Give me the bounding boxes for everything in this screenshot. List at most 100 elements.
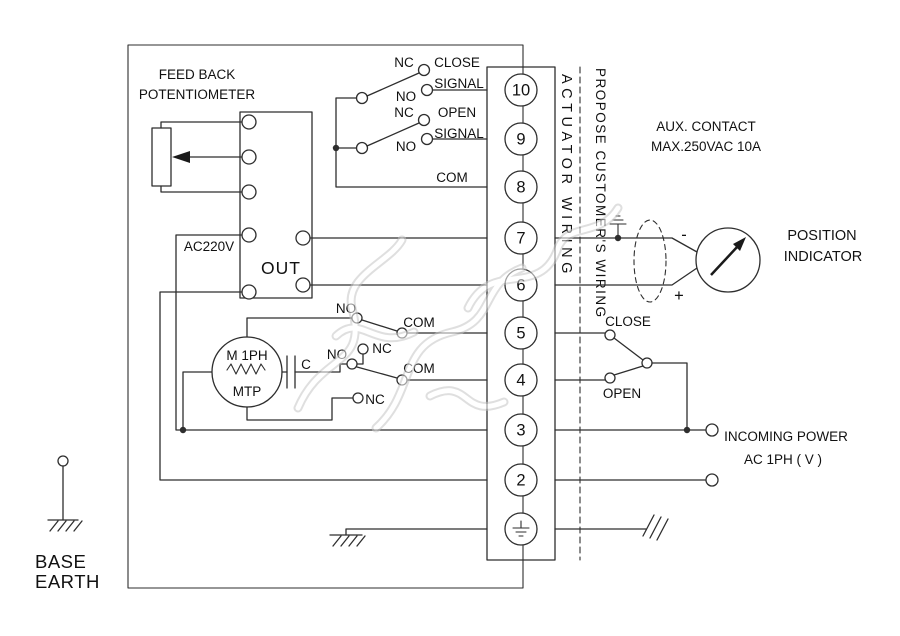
feedback-label-line2: POTENTIOMETER (139, 87, 256, 102)
incoming-power-label2: AC 1PH ( V ) (744, 452, 822, 467)
position-indicator-circuit: - + POSITION INDICATOR (554, 215, 862, 305)
potentiometer-resistor-icon (151, 127, 172, 187)
close-nc-contact (417, 63, 431, 77)
switch-common-contact (641, 357, 653, 369)
close-no-contact (420, 83, 434, 97)
base-earth-terminal (57, 455, 69, 467)
earth-ground-icon (329, 534, 366, 547)
terminal-strip-border (486, 66, 556, 561)
signal-switches: NC CLOSE SIGNAL NO NC OPEN SIGNAL NO COM (332, 55, 488, 188)
polarity-plus-label: + (674, 287, 684, 305)
power-terminal-n (705, 473, 719, 487)
terminal-2: 2 (504, 463, 538, 497)
open-button-blade (613, 365, 644, 376)
lower-nc-contact (352, 392, 364, 404)
t6-external-wire (554, 267, 698, 286)
close-signal-label1: CLOSE (434, 55, 480, 70)
watermark (293, 203, 623, 433)
ac220v-label: AC220V (184, 239, 234, 254)
cap-right-wire (294, 363, 348, 373)
svg-text:5: 5 (516, 325, 525, 343)
base-earth-label2: EARTH (35, 571, 100, 592)
com-wire (335, 97, 488, 188)
terminal-ground (504, 512, 538, 546)
shield-ground-icon (609, 215, 627, 239)
svg-text:6: 6 (516, 277, 525, 295)
close-button-label: CLOSE (605, 314, 651, 329)
terminal-9: 9 (504, 122, 538, 156)
block-terminal-3 (241, 184, 257, 200)
motor-winding1-wire (246, 317, 353, 338)
open-signal-label2: SIGNAL (434, 126, 484, 141)
external-control-switches: CLOSE OPEN (554, 314, 691, 434)
indicator-needle-icon (710, 245, 739, 276)
capacitor-label: C (301, 357, 311, 372)
svg-text:7: 7 (516, 230, 525, 248)
lower-nc-label: NC (365, 392, 385, 407)
motor-label: M 1PH (226, 348, 267, 363)
ground-terminal-icon (512, 520, 530, 537)
terminal-7: 7 (504, 221, 538, 255)
svg-text:8: 8 (516, 179, 525, 197)
lower-switch-blade (356, 366, 398, 379)
pot-bottom-wire (160, 185, 243, 193)
wiper-arrow-icon (172, 151, 190, 163)
close-nc-label: NC (394, 55, 414, 70)
pot-top-wire (160, 121, 243, 129)
mtp-label: MTP (233, 384, 262, 399)
terminal-8: 8 (504, 170, 538, 204)
cable-marker-ellipse (633, 219, 667, 303)
wiring-zone-labels: ACTUATOR WIRING PROPOSE CUSTOMER'S WIRIN… (558, 66, 608, 561)
terminal-4: 4 (504, 363, 538, 397)
svg-text:9: 9 (516, 131, 525, 149)
feedback-label-line1: FEED BACK (159, 67, 236, 82)
chassis-ground-icon (642, 514, 669, 541)
lower-no-contact (346, 358, 358, 370)
junction-dot (179, 426, 187, 434)
t7-external-wire (554, 237, 698, 253)
aux-contact-line2: MAX.250VAC 10A (651, 139, 761, 154)
open-nc-contact (417, 113, 431, 127)
out-label: OUT (261, 258, 301, 278)
internal-earth (329, 528, 488, 547)
external-earth (554, 514, 669, 541)
motor-winding2-wire (246, 397, 354, 421)
svg-text:2: 2 (516, 472, 525, 490)
base-earth: BASE EARTH (35, 455, 100, 592)
block-terminal-4 (241, 227, 257, 243)
customer-wiring-label: PROPOSE CUSTOMER'S WIRING (593, 68, 608, 319)
upper-nc-contact (357, 343, 369, 355)
internal-earth-wire (345, 528, 488, 536)
internal-power-wiring (159, 234, 488, 481)
close-no-label: NO (396, 89, 416, 104)
close-button-contact (604, 329, 616, 341)
position-indicator-label2: INDICATOR (784, 249, 862, 265)
terminal-5: 5 (504, 316, 538, 350)
base-earth-label1: BASE (35, 551, 86, 572)
close-button-blade (613, 337, 644, 361)
aux-contact-line1: AUX. CONTACT (656, 119, 756, 134)
close-common-contact (355, 91, 369, 105)
position-indicator-label1: POSITION (787, 228, 856, 244)
close-switch-blade (366, 72, 420, 97)
terminal-strip: 10 9 8 7 6 5 4 3 2 (486, 66, 556, 561)
contact-link-wire (356, 353, 364, 365)
close-signal-label2: SIGNAL (434, 76, 484, 91)
indicator-needle-tip (733, 237, 746, 251)
block-terminal-5 (241, 284, 257, 300)
svg-text:4: 4 (516, 372, 525, 390)
open-common-contact (355, 141, 369, 155)
open-no-label: NO (396, 139, 416, 154)
actuator-wiring-label: ACTUATOR WIRING (558, 74, 574, 278)
upper-com-label: COM (403, 315, 435, 330)
t3-internal-wire (175, 234, 488, 431)
incoming-power-label1: INCOMING POWER (724, 429, 848, 444)
base-earth-ground-icon (47, 519, 83, 532)
block-out-terminal-2 (295, 277, 311, 293)
terminal-10: 10 (504, 73, 538, 107)
block-terminal-2 (241, 149, 257, 165)
t2-internal-wire (159, 291, 488, 481)
open-signal-label1: OPEN (438, 105, 476, 120)
